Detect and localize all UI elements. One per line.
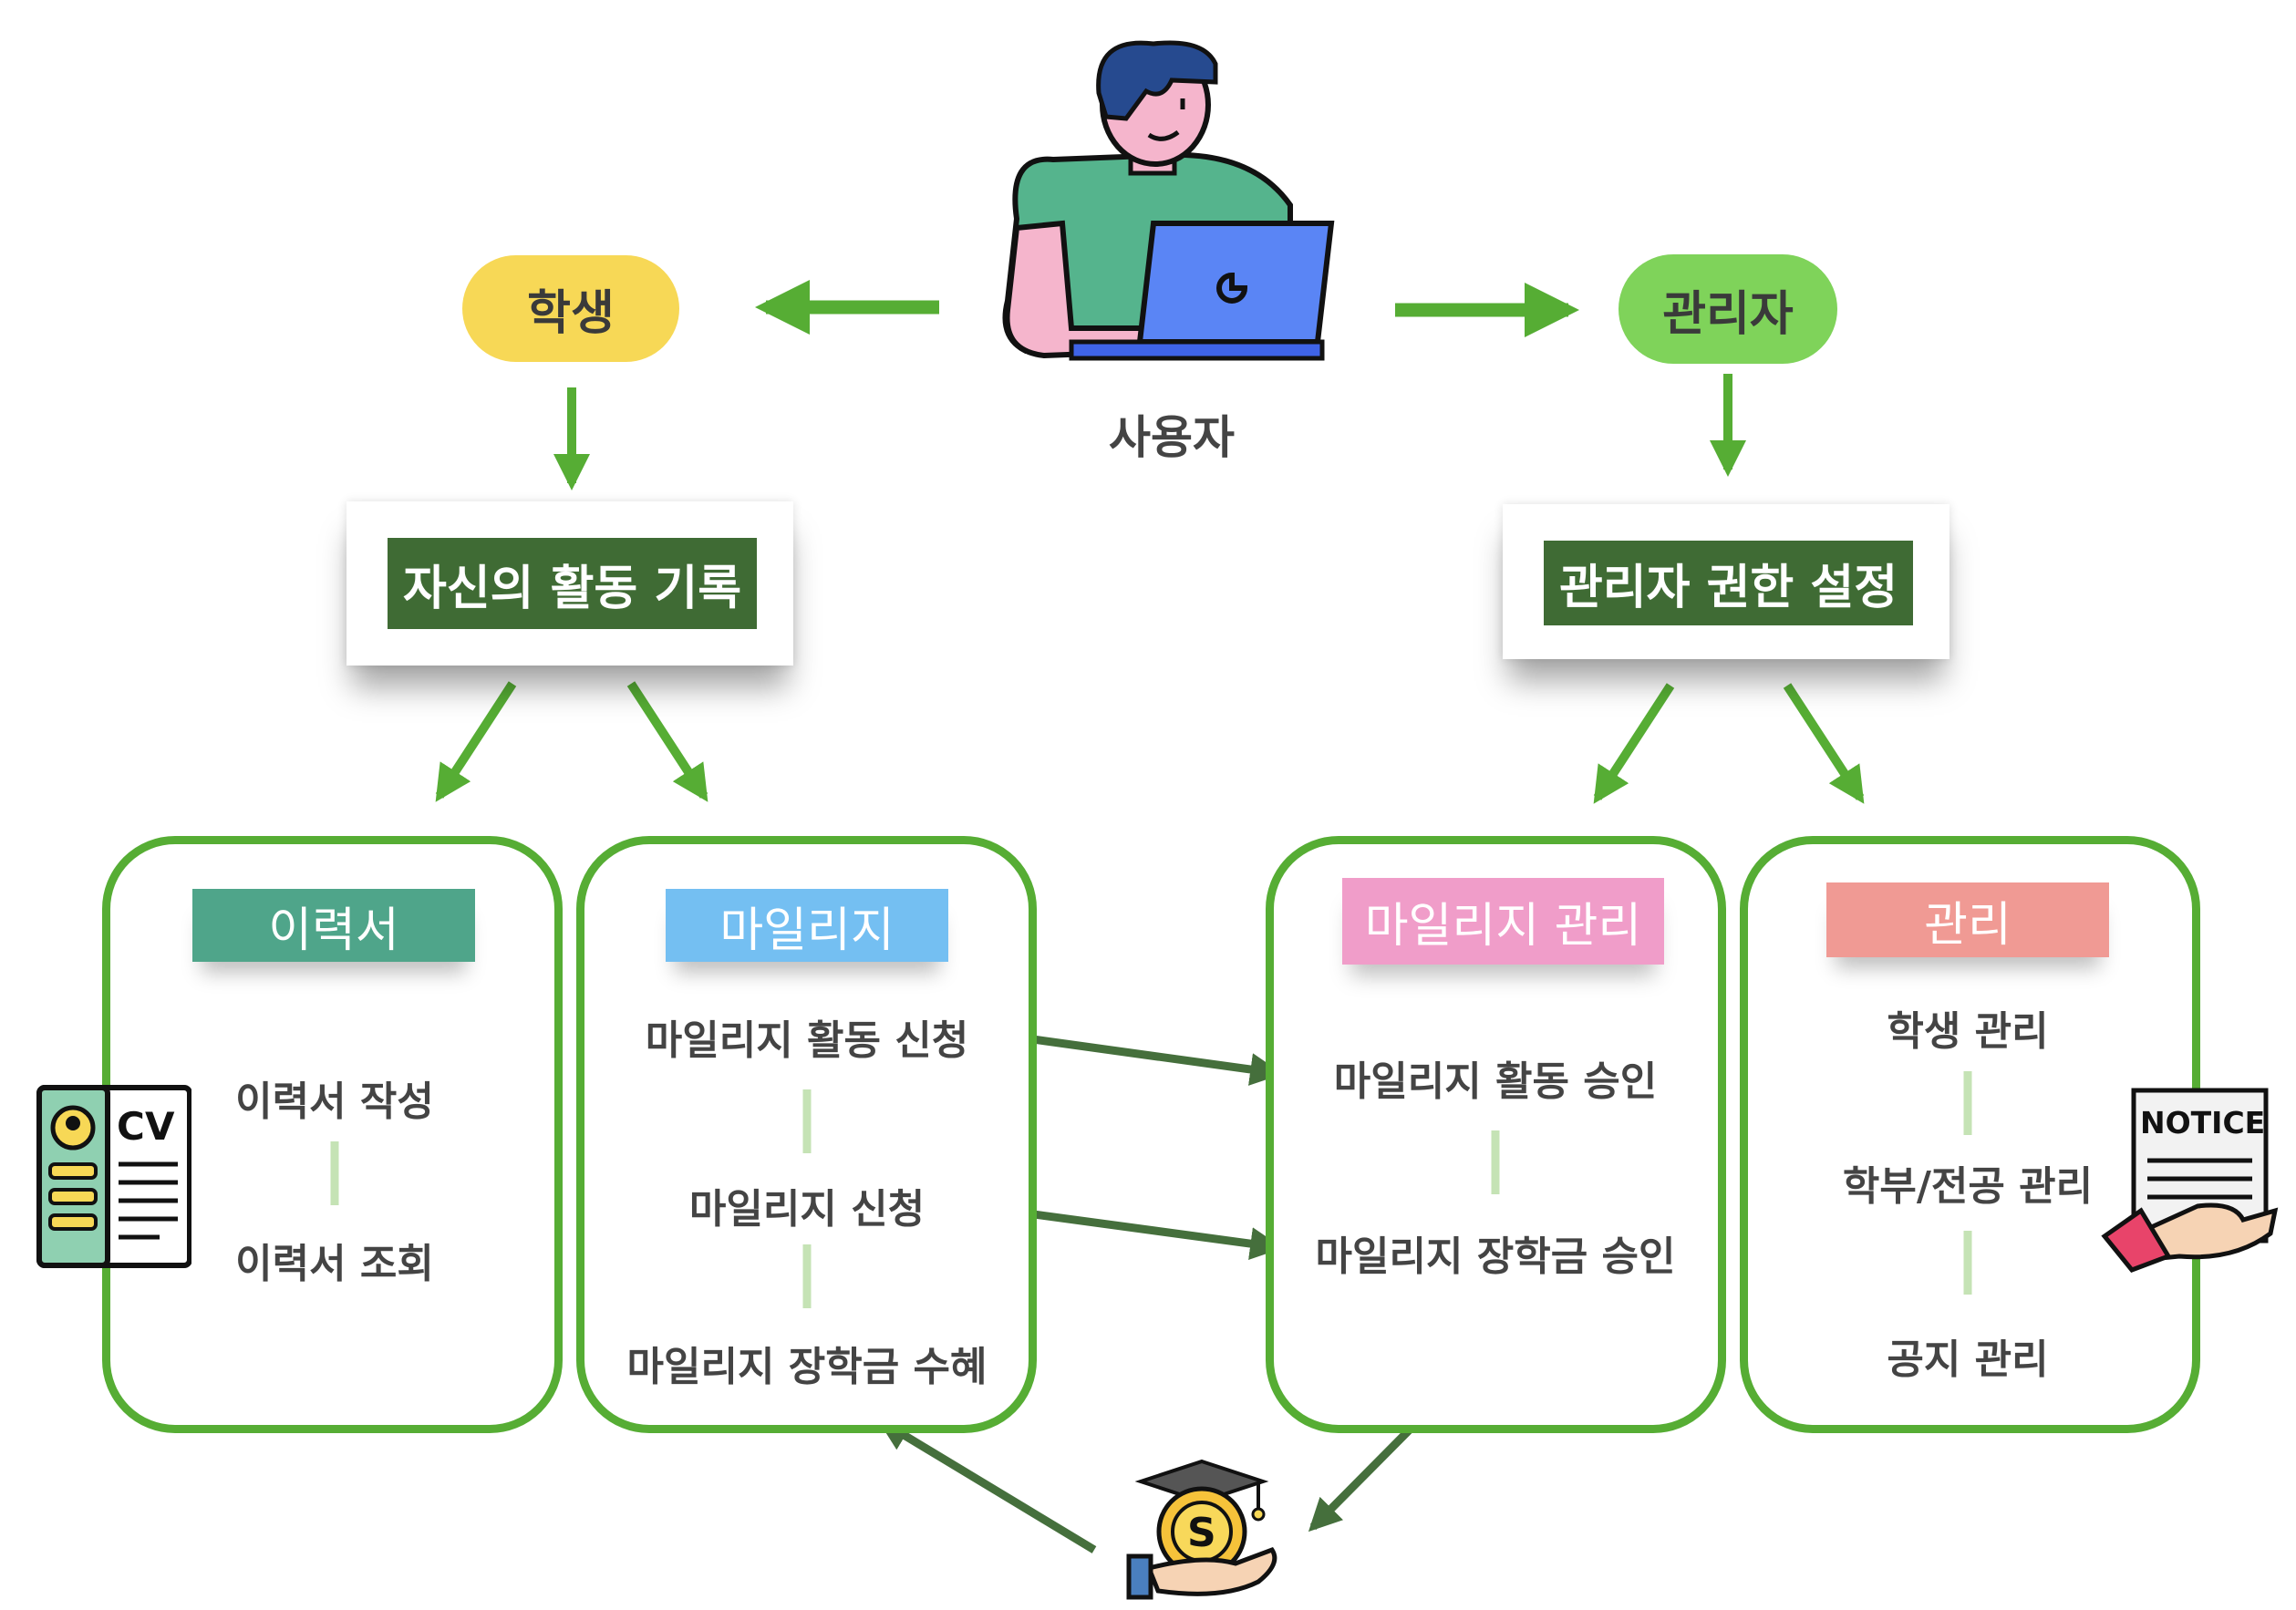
management-separator-1	[1963, 1071, 1972, 1135]
mileage-admin-separator	[1491, 1130, 1500, 1194]
management-item-student: 학생 관리	[1887, 1008, 2049, 1055]
mileage-admin-item-scholarship-approve: 마일리지 장학금 승인	[1315, 1233, 1676, 1280]
mileage-header: 마일리지	[666, 889, 948, 962]
arrow-card-to-resume	[435, 681, 517, 802]
mileage-admin-header: 마일리지 관리	[1342, 878, 1664, 965]
resume-separator	[330, 1141, 339, 1205]
mileage-separator-2	[802, 1244, 812, 1308]
mileage-item-activity-apply: 마일리지 활동 신청	[645, 1017, 969, 1064]
svg-text:S: S	[1187, 1510, 1216, 1556]
user-label: 사용자	[1109, 411, 1235, 464]
arrow-card-to-mileage	[626, 681, 708, 802]
person-laptop-icon	[1002, 40, 1335, 361]
resume-item-write: 이력서 작성	[235, 1078, 434, 1125]
admin-pill: 관리자	[1619, 254, 1837, 364]
management-item-notice: 공지 관리	[1887, 1337, 2049, 1383]
resume-item-view: 이력서 조회	[235, 1241, 434, 1287]
resume-header: 이력서	[192, 889, 475, 962]
mileage-separator-1	[802, 1089, 812, 1153]
svg-text:V: V	[145, 1104, 175, 1149]
mileage-item-apply: 마일리지 신청	[688, 1186, 926, 1233]
notice-hand-icon: NOTICE	[2101, 1088, 2279, 1273]
cv-document-icon: C V	[36, 1085, 192, 1268]
arrow-card-to-management	[1783, 683, 1865, 804]
management-header: 관리	[1826, 882, 2109, 957]
svg-text:C: C	[117, 1104, 145, 1149]
mileage-admin-item-activity-approve: 마일리지 활동 승인	[1333, 1058, 1658, 1105]
notice-icon-wrapper: NOTICE	[2097, 1083, 2280, 1275]
arrow-scholarship-to-receive	[876, 1419, 1097, 1553]
management-separator-2	[1963, 1231, 1972, 1295]
cv-icon-wrapper: C V	[32, 1080, 192, 1272]
scholarship-icon-wrapper: S	[1122, 1454, 1281, 1600]
mileage-item-scholarship-receive: 마일리지 장학금 수혜	[626, 1344, 988, 1390]
student-card-label: 자신의 활동 기록	[388, 538, 757, 629]
notice-text: NOTICE	[2140, 1105, 2265, 1140]
admin-permission-card: 관리자 권한 설정	[1503, 504, 1950, 659]
scholarship-coin-icon: S	[1126, 1459, 1277, 1600]
arrow-card-to-mileage-admin	[1593, 683, 1675, 804]
user-figure	[989, 36, 1354, 374]
management-item-department: 학부/전공 관리	[1842, 1163, 2094, 1210]
student-pill: 학생	[462, 255, 679, 362]
admin-card-label: 관리자 권한 설정	[1544, 541, 1913, 625]
student-activity-card: 자신의 활동 기록	[346, 501, 793, 666]
